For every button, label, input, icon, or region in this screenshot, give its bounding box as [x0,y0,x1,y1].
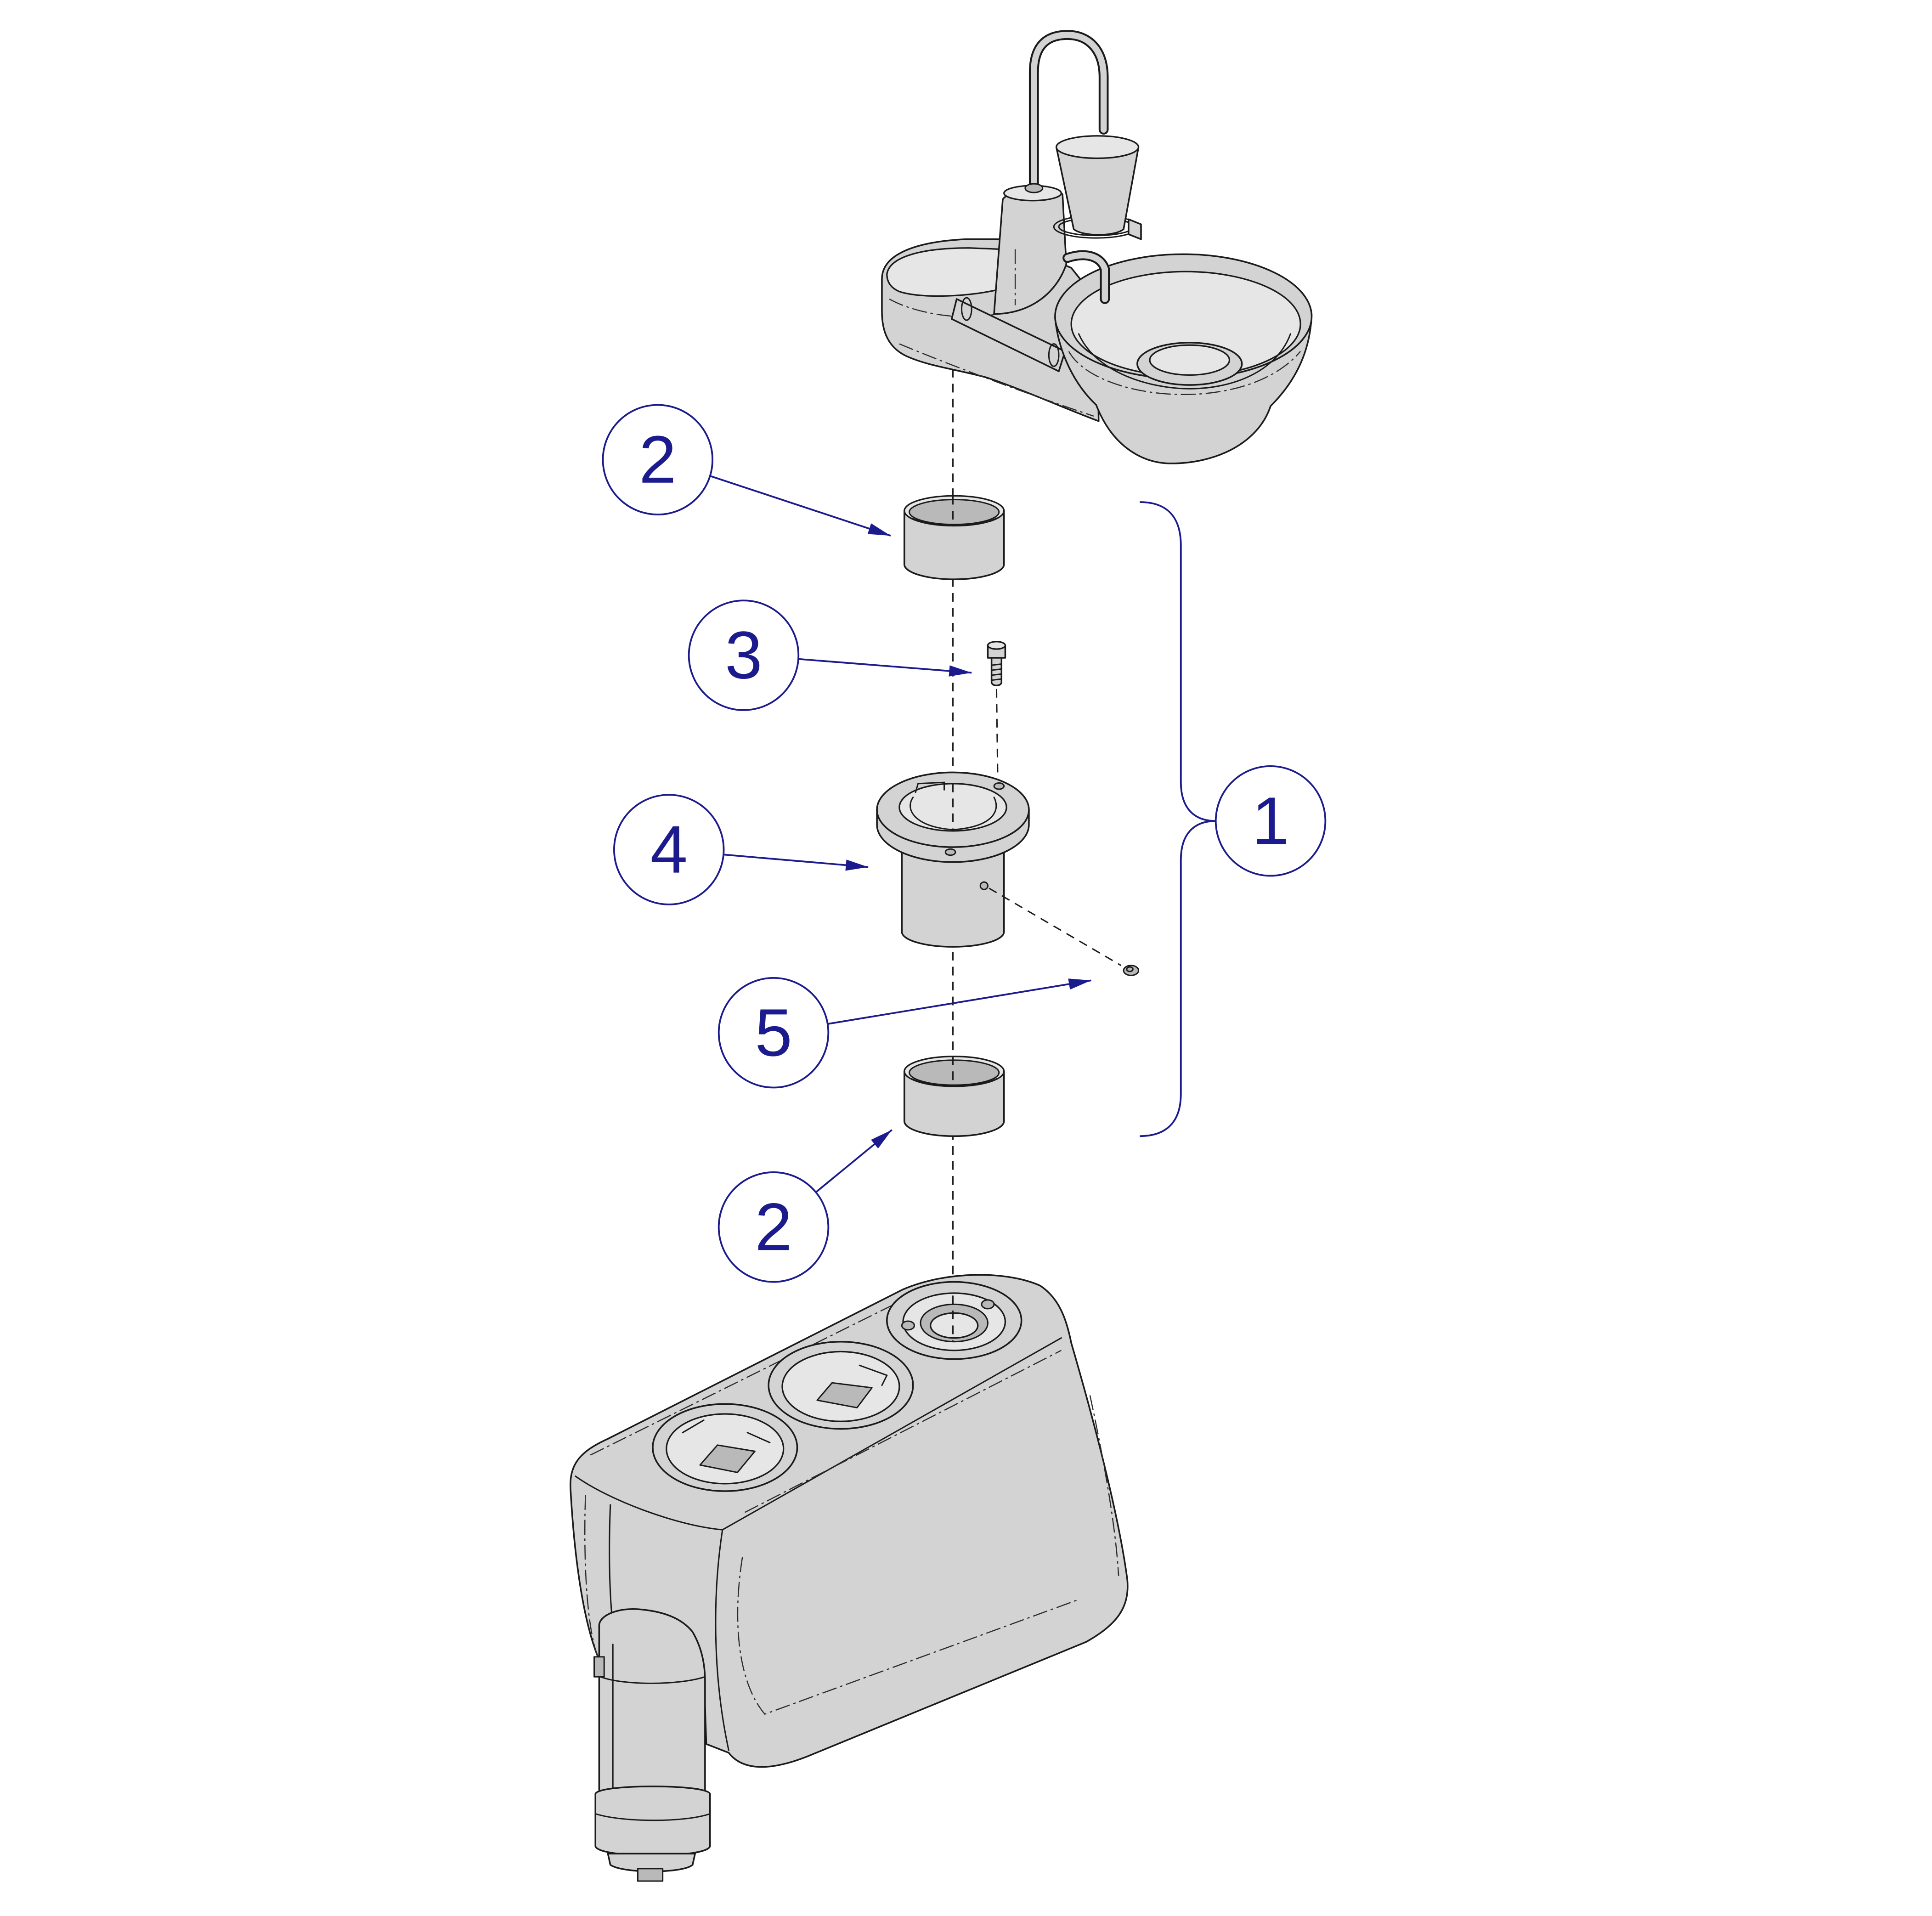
housing-port-screw-left [901,1320,915,1331]
callout-cap-screw: 3 [688,599,800,711]
faucet-tube [1031,32,1107,190]
filter-tube-upper [598,1608,706,1795]
housing-port-middle-slot [816,1382,873,1408]
housing-front-left-edge [715,1529,729,1751]
callout-circle [688,599,800,711]
bowl-basin-curve [1078,333,1291,390]
housing-top-hidden-edge [590,1295,912,1456]
assembly-bracket [1140,501,1216,1137]
side-tray-rim [886,247,1001,297]
callout-number: 3 [725,618,762,693]
callout-number: 2 [639,422,676,497]
leader-arrow-flanged-sleeve [723,853,869,871]
set-screw-socket [1126,966,1134,972]
housing-top-front-edge [575,1337,1062,1531]
filler-spout [1064,252,1108,302]
callout-set-screw: 5 [717,977,830,1089]
flange-front-hole [944,848,956,856]
callout-number: 5 [755,995,792,1070]
cup [1055,146,1140,236]
cup-holder-tab [1128,218,1142,240]
flanged-sleeve [876,771,1122,966]
filter-tube-rib [599,1676,706,1684]
faucet-tube-base [1024,183,1044,193]
callout-circle [717,977,830,1089]
drain-pipe [951,298,1066,373]
bushing-bottom [904,1056,1005,1137]
cuspidor-assembly [881,30,1313,464]
filter-tube-connector [637,1868,664,1882]
cap-screw-axis [995,689,999,780]
set-screw-axis [989,887,1122,966]
callout-bushing-top: 2 [602,404,714,515]
flanged-sleeve-key-slot [915,781,945,793]
cup-rim [1055,135,1140,159]
base-underside-hidden-edge [899,343,1094,417]
callout-circle [717,1171,830,1283]
callout-circle [613,794,725,905]
drain-pipe-ring-left [961,297,972,321]
housing-left-hidden-edge [584,1495,599,1657]
callout-number: 4 [650,812,688,887]
housing-port-screw-right [981,1299,995,1310]
flange-screw-hole [993,782,1005,790]
housing-port-left-slot [699,1444,756,1473]
callout-circle [602,404,714,515]
callout-circle [1215,765,1327,877]
callout-number: 2 [755,1189,792,1265]
housing-port-left-detail [682,1419,771,1443]
bushing-top-inner-seam [911,517,997,526]
bowl-hidden-edge [1068,351,1301,396]
leader-arrow-bushing-top [710,475,891,537]
bowl-drain-cover [1149,344,1231,376]
housing-right-hidden-edge [1089,1395,1119,1576]
housing-top-front-hidden-edge [745,1350,1062,1513]
callout-bushing-bottom: 2 [717,1171,830,1283]
callout-number: 1 [1252,783,1289,859]
flanged-sleeve-body [901,846,1005,948]
cap-screw-shaft [990,657,1003,687]
bushing-top-bore [909,499,1000,526]
bushing-top-body [904,510,1005,580]
filter-tube-ring-band [594,1813,711,1821]
sleeve-side-hole [979,881,989,890]
housing-front-hidden-edge [737,1557,1079,1715]
bushing-bottom-bore [909,1059,1000,1086]
base-housing [570,1274,1129,1882]
callout-assembly: 1 [1215,765,1327,877]
housing-port-middle-detail [859,1364,888,1386]
bushing-bottom-inner-seam [911,1078,997,1087]
housing-port-mount-bore [930,1312,979,1339]
callout-flanged-sleeve: 4 [613,794,725,905]
cap-screw [987,641,1006,780]
leader-arrow-bushing-bottom [815,1129,893,1193]
leader-arrow-cap-screw [798,658,972,677]
drain-pipe-ring-right [1048,343,1060,367]
leader-arrow-set-screw [827,978,1091,1025]
cap-screw-head-top [987,641,1006,650]
set-screw [1123,965,1140,976]
side-tray-hidden-edge [889,298,997,318]
bushing-top [904,495,1005,580]
bushing-bottom-body [904,1070,1005,1137]
cap-screw-threads [991,663,1002,681]
filter-tube-clip [593,1656,605,1678]
